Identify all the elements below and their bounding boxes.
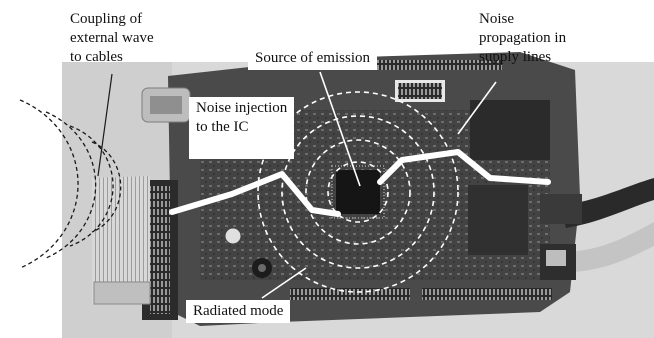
coupling-label-line-3: to cables: [70, 49, 123, 65]
radiated-pointer: [261, 267, 307, 299]
source-label: Source of emission: [248, 47, 377, 70]
coupling-label-line-1: Coupling of: [70, 11, 143, 27]
source-pointer: [319, 71, 361, 187]
bottom-slot-1: [290, 288, 410, 300]
ethernet-cable: [566, 222, 654, 272]
radiated-label: Radiated mode: [186, 300, 291, 323]
supply-line-right: [377, 149, 551, 185]
propagation-label: Noise propagation in supply lines: [479, 10, 566, 67]
memory-chip: [470, 100, 550, 160]
coupling-pointer: [97, 73, 113, 177]
bottom-slot-2: [422, 288, 552, 300]
ribbon-plug: [93, 281, 151, 305]
propagation-label-line-3: supply lines: [479, 49, 552, 65]
propagation-label-line-1: Noise: [479, 11, 514, 27]
coupling-label-line-2: external wave: [70, 30, 154, 46]
propagation-label-line-2: propagation in: [479, 30, 567, 46]
propagation-pointer: [457, 81, 497, 135]
memory-chip-2: [468, 185, 528, 255]
usb-connector: [540, 194, 582, 224]
ribbon-cable: [92, 176, 150, 304]
push-button: [224, 227, 242, 245]
radiated-wave-rings: [257, 91, 459, 293]
radiated-label-text: Radiated mode: [193, 303, 284, 319]
injection-label-line-2: to the IC: [196, 119, 249, 135]
source-label-text: Source of emission: [255, 50, 370, 66]
usb-cable: [560, 178, 654, 228]
external-wave-arcs: [19, 99, 122, 269]
main-ic: [336, 170, 380, 214]
supply-line-left: [169, 171, 341, 217]
injection-label-line-1: Noise injection: [196, 100, 288, 116]
injection-label: Noise injection to the IC: [189, 97, 295, 159]
top-header: [372, 60, 502, 70]
coupling-label: Coupling of external wave to cables: [70, 10, 154, 67]
